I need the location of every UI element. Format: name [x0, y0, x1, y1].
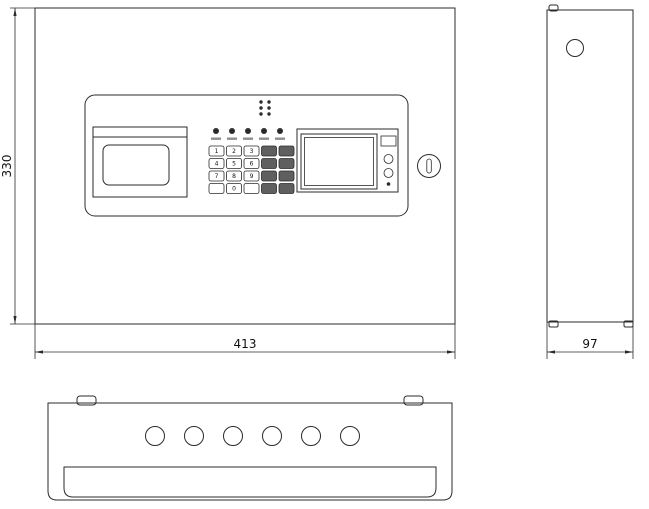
speaker-dot: [267, 112, 271, 116]
keypad-button-label: 5: [232, 161, 236, 168]
bottom-view-outline: [47, 402, 453, 501]
side-top-bracket: [548, 4, 559, 12]
lcd-screen-inner: [304, 137, 374, 186]
keypad-button: [261, 158, 277, 169]
front-view-outline: [34, 7, 456, 325]
keypad-button: [208, 183, 225, 194]
keypad-button: [226, 183, 242, 194]
printer-outline: [92, 126, 188, 198]
keypad-button: [226, 158, 242, 169]
lcd-side-dot: [386, 182, 391, 186]
led-indicator: [245, 128, 251, 134]
keypad-button: [243, 145, 260, 157]
keypad-button: [278, 183, 295, 194]
keypad-button-label: 2: [232, 148, 236, 155]
keypad-button-label: 3: [250, 148, 254, 155]
cable-hole: [145, 426, 165, 446]
led-label: [275, 137, 285, 140]
speaker-dot: [267, 100, 271, 104]
speaker-dot: [267, 106, 271, 110]
speaker-dot: [259, 100, 263, 104]
dimension-depth: 97: [546, 322, 634, 359]
keypad-button-label: 0: [232, 186, 236, 193]
printer-door: [102, 144, 170, 186]
dimension-width-label: 413: [234, 337, 257, 351]
keypad-button: [261, 170, 277, 182]
keypad-button-label: 1: [215, 148, 219, 155]
bottom-mounting-ear: [76, 395, 97, 406]
keypad-button: [278, 158, 295, 169]
speaker-dot: [259, 112, 263, 116]
cable-hole: [340, 426, 360, 446]
lcd-side-button: [383, 154, 394, 164]
dimension-depth-label: 97: [582, 337, 597, 351]
led-indicator: [213, 128, 219, 134]
side-view-outline: [546, 9, 634, 323]
keypad: 1 2 3 4 5 6 7 8 9 0: [208, 145, 295, 194]
keypad-button-label: 8: [232, 173, 236, 180]
speaker-dot: [259, 106, 263, 110]
keypad-button: [278, 170, 295, 182]
cable-hole: [184, 426, 204, 446]
lcd-side-indicator: [380, 135, 397, 147]
key-lock-ring: [417, 154, 441, 178]
bottom-front-lip: [63, 466, 437, 498]
arrowhead-icon: [625, 350, 633, 354]
control-panel: 1 2 3 4 5 6 7 8 9 0: [84, 94, 409, 217]
arrowhead-icon: [447, 350, 455, 354]
keypad-button-label: 7: [215, 173, 219, 180]
keypad-button: [226, 170, 242, 182]
keypad-button-label: 6: [250, 161, 254, 168]
speaker-grille-icon: [259, 100, 271, 116]
led-indicator: [277, 128, 283, 134]
keypad-button-label: 4: [215, 161, 219, 168]
keypad-button: [226, 145, 242, 157]
side-mounting-hole: [566, 39, 584, 57]
keypad-button: [243, 158, 260, 169]
front-view: 1 2 3 4 5 6 7 8 9 0: [34, 7, 456, 325]
key-lock: [417, 154, 441, 178]
led-label: [259, 137, 269, 140]
keypad-button: [243, 183, 260, 194]
cable-entry-holes: [145, 426, 360, 446]
led-label: [211, 137, 221, 140]
keypad-button: [208, 158, 225, 169]
led-label: [243, 137, 253, 140]
dimension-width: 413: [34, 324, 456, 359]
led-label: [227, 137, 237, 140]
lcd-side-button: [383, 168, 394, 178]
keypad-button: [208, 170, 225, 182]
bottom-mounting-ear: [403, 395, 424, 406]
keypad-button: [243, 170, 260, 182]
side-foot: [548, 320, 559, 328]
led-indicator: [261, 128, 267, 134]
keypad-button-label: 9: [250, 173, 254, 180]
keypad-button: [278, 145, 295, 157]
cable-hole: [301, 426, 321, 446]
arrowhead-icon: [13, 316, 17, 324]
lcd-bezel: [296, 128, 399, 193]
bottom-view: [47, 395, 453, 501]
arrowhead-icon: [13, 8, 17, 16]
keypad-button: [261, 145, 277, 157]
dimension-height: 330: [0, 7, 35, 325]
side-view: [546, 4, 634, 328]
cable-hole: [262, 426, 282, 446]
led-indicator: [229, 128, 235, 134]
printer: [92, 126, 188, 198]
control-panel-outline: [84, 94, 409, 217]
keyhole-icon: [426, 158, 432, 174]
dimension-height-label: 330: [0, 155, 14, 178]
lcd-screen-outer: [300, 133, 378, 190]
keypad-button: [261, 183, 277, 194]
keypad-button: [208, 145, 225, 157]
arrowhead-icon: [35, 350, 43, 354]
lcd-display: [296, 128, 399, 193]
arrowhead-icon: [547, 350, 555, 354]
led-indicators: [211, 128, 285, 140]
cable-hole: [223, 426, 243, 446]
